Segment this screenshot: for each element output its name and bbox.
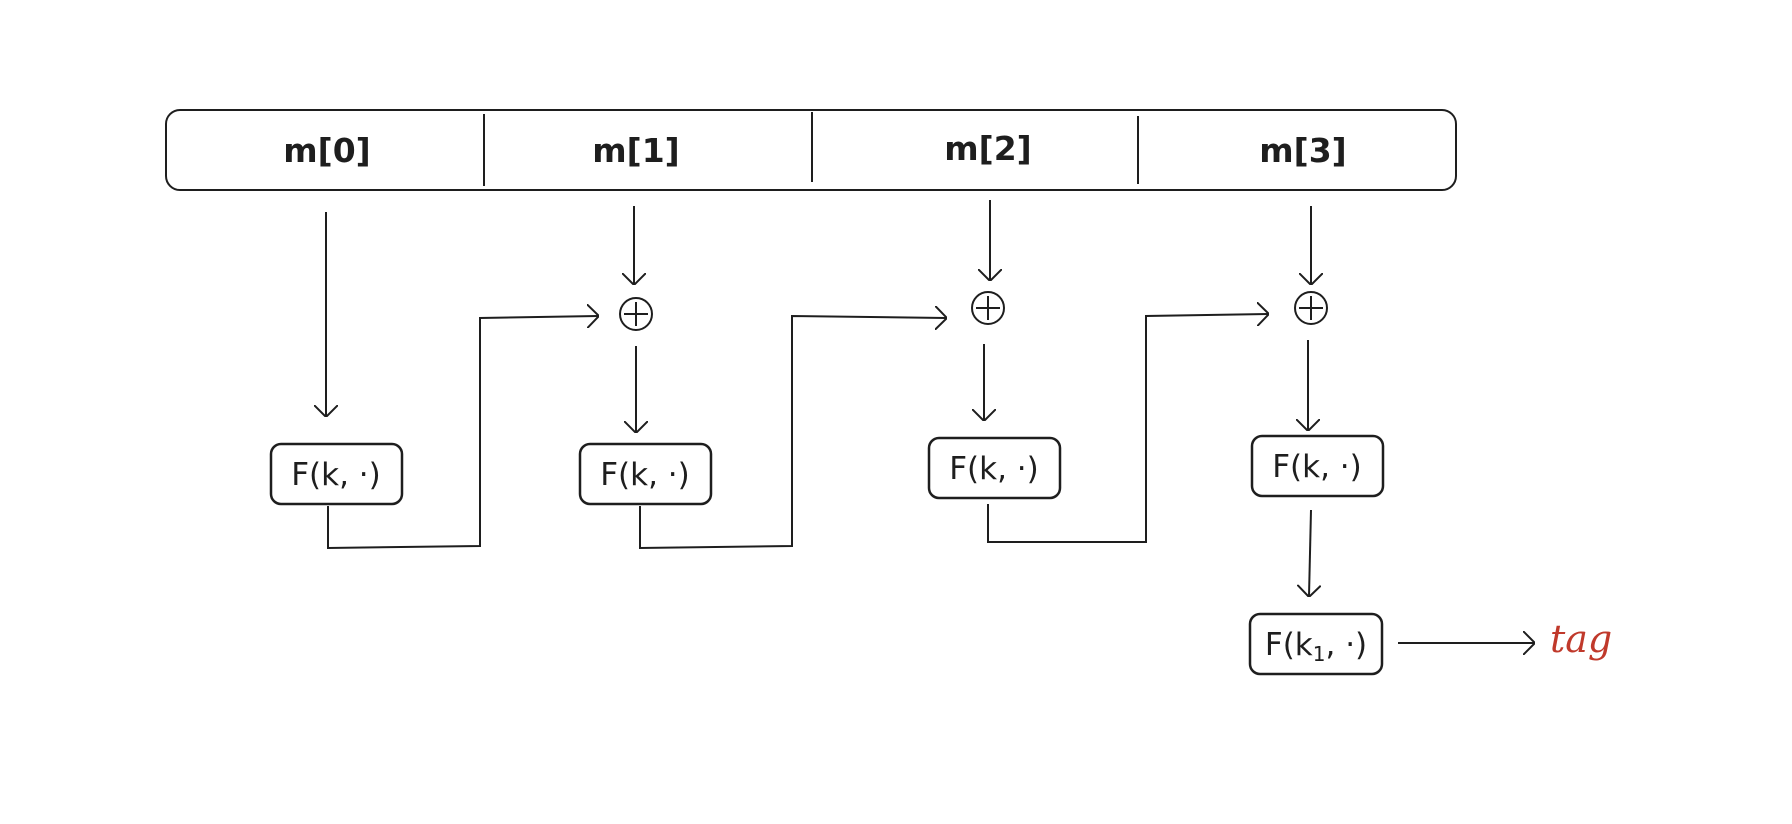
chain-f2-to-xor3 bbox=[987, 314, 1268, 543]
prf-block-1-label: F(k, ·) bbox=[600, 457, 690, 493]
message-block-2: m[2] bbox=[944, 129, 1032, 168]
message-bar: m[0] m[1] m[2] m[3] bbox=[165, 109, 1457, 191]
prf-block-0-label: F(k, ·) bbox=[291, 457, 381, 493]
prf-block-3: F(k, ·) bbox=[1250, 434, 1385, 498]
final-prf-block: F(k1, ·) bbox=[1248, 612, 1384, 676]
tag-output-label: tag bbox=[1550, 617, 1612, 661]
xor-node-3 bbox=[1294, 291, 1328, 325]
final-prf-key-subscript: 1 bbox=[1313, 642, 1326, 666]
message-block-1: m[1] bbox=[592, 131, 680, 170]
xor-node-1 bbox=[619, 297, 653, 331]
xor-node-2 bbox=[971, 291, 1005, 325]
message-block-0: m[0] bbox=[283, 131, 371, 170]
prf-block-3-label: F(k, ·) bbox=[1272, 449, 1362, 485]
final-prf-block-label: F(k1, ·) bbox=[1265, 627, 1367, 666]
chain-f0-to-xor1 bbox=[327, 316, 598, 550]
prf-block-2-label: F(k, ·) bbox=[949, 451, 1039, 487]
message-block-3: m[3] bbox=[1259, 131, 1347, 170]
arrow-f3-to-final bbox=[1309, 509, 1311, 596]
prf-block-0: F(k, ·) bbox=[269, 442, 404, 506]
message-bar-outline bbox=[165, 109, 1457, 191]
prf-block-1: F(k, ·) bbox=[578, 442, 713, 506]
prf-block-2: F(k, ·) bbox=[927, 436, 1062, 500]
chain-f1-to-xor2 bbox=[639, 316, 946, 550]
